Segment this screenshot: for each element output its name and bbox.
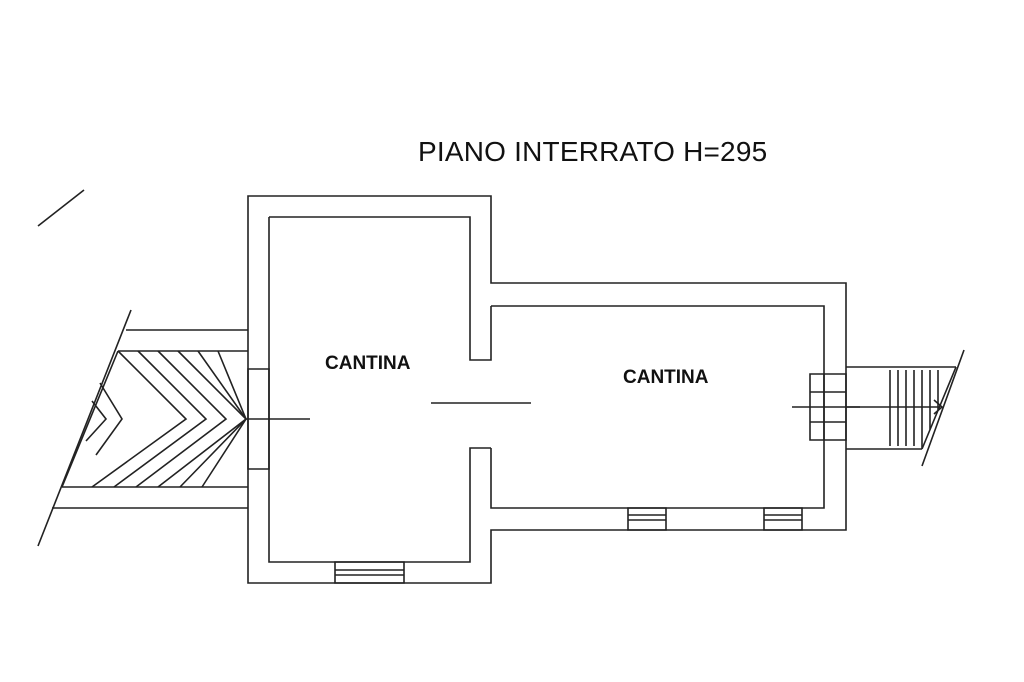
exterior-stairs <box>846 350 964 466</box>
ramp-chevron <box>180 351 246 487</box>
room-label-cantina-right: CANTINA <box>623 367 709 388</box>
ramp-chevron <box>92 351 186 487</box>
entrance-ramp <box>86 351 246 487</box>
outer-wall <box>248 196 846 583</box>
window-bottom-right <box>764 508 802 530</box>
corridor-edge <box>38 310 131 546</box>
corridor-edge-inner <box>62 351 118 487</box>
ramp-chevron <box>114 351 206 487</box>
ramp-chevron <box>86 401 106 441</box>
room-label-cantina-left: CANTINA <box>325 353 411 374</box>
ramp-chevron <box>202 351 246 487</box>
ramp-chevron <box>96 383 122 455</box>
inner-wall-right-room <box>491 306 824 508</box>
inner-wall-left-room-lower <box>269 217 491 562</box>
inner-wall-left-room <box>269 217 491 360</box>
site-boundary-line <box>38 190 84 226</box>
ramp-chevron <box>136 351 226 487</box>
floor-title: PIANO INTERRATO H=295 <box>418 136 768 167</box>
ramp-chevron <box>158 351 246 487</box>
window-bottom-left <box>335 562 404 583</box>
window-bottom-middle <box>628 508 666 530</box>
